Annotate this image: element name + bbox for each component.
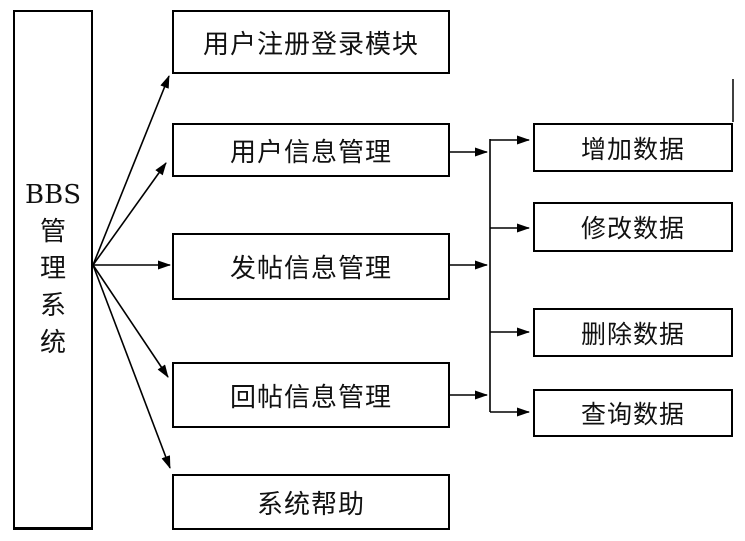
node-bbs-system: BBS 管 理 系 统 xyxy=(13,10,93,530)
node-delete-data: 删除数据 xyxy=(533,308,733,357)
node-user-info-management: 用户信息管理 xyxy=(172,123,450,177)
arrow-root-to-help xyxy=(92,264,171,469)
root-label-line: 系 xyxy=(39,291,66,321)
root-label-line: 统 xyxy=(39,328,66,358)
node-post-info-management: 发帖信息管理 xyxy=(172,233,450,300)
node-modify-data: 修改数据 xyxy=(533,202,733,252)
node-system-help: 系统帮助 xyxy=(172,474,450,530)
node-user-register-login-module: 用户注册登录模块 xyxy=(172,10,450,74)
root-label-line: BBS xyxy=(24,180,82,210)
arrow-root-to-register xyxy=(92,75,170,266)
arrow-root-to-reply xyxy=(92,264,169,378)
root-label-line: 管 xyxy=(39,217,66,247)
node-query-data: 查询数据 xyxy=(533,389,733,437)
root-label-line: 理 xyxy=(39,254,66,284)
node-add-data: 增加数据 xyxy=(533,123,733,172)
node-reply-info-management: 回帖信息管理 xyxy=(172,362,450,428)
arrow-root-to-userinfo xyxy=(92,162,167,266)
